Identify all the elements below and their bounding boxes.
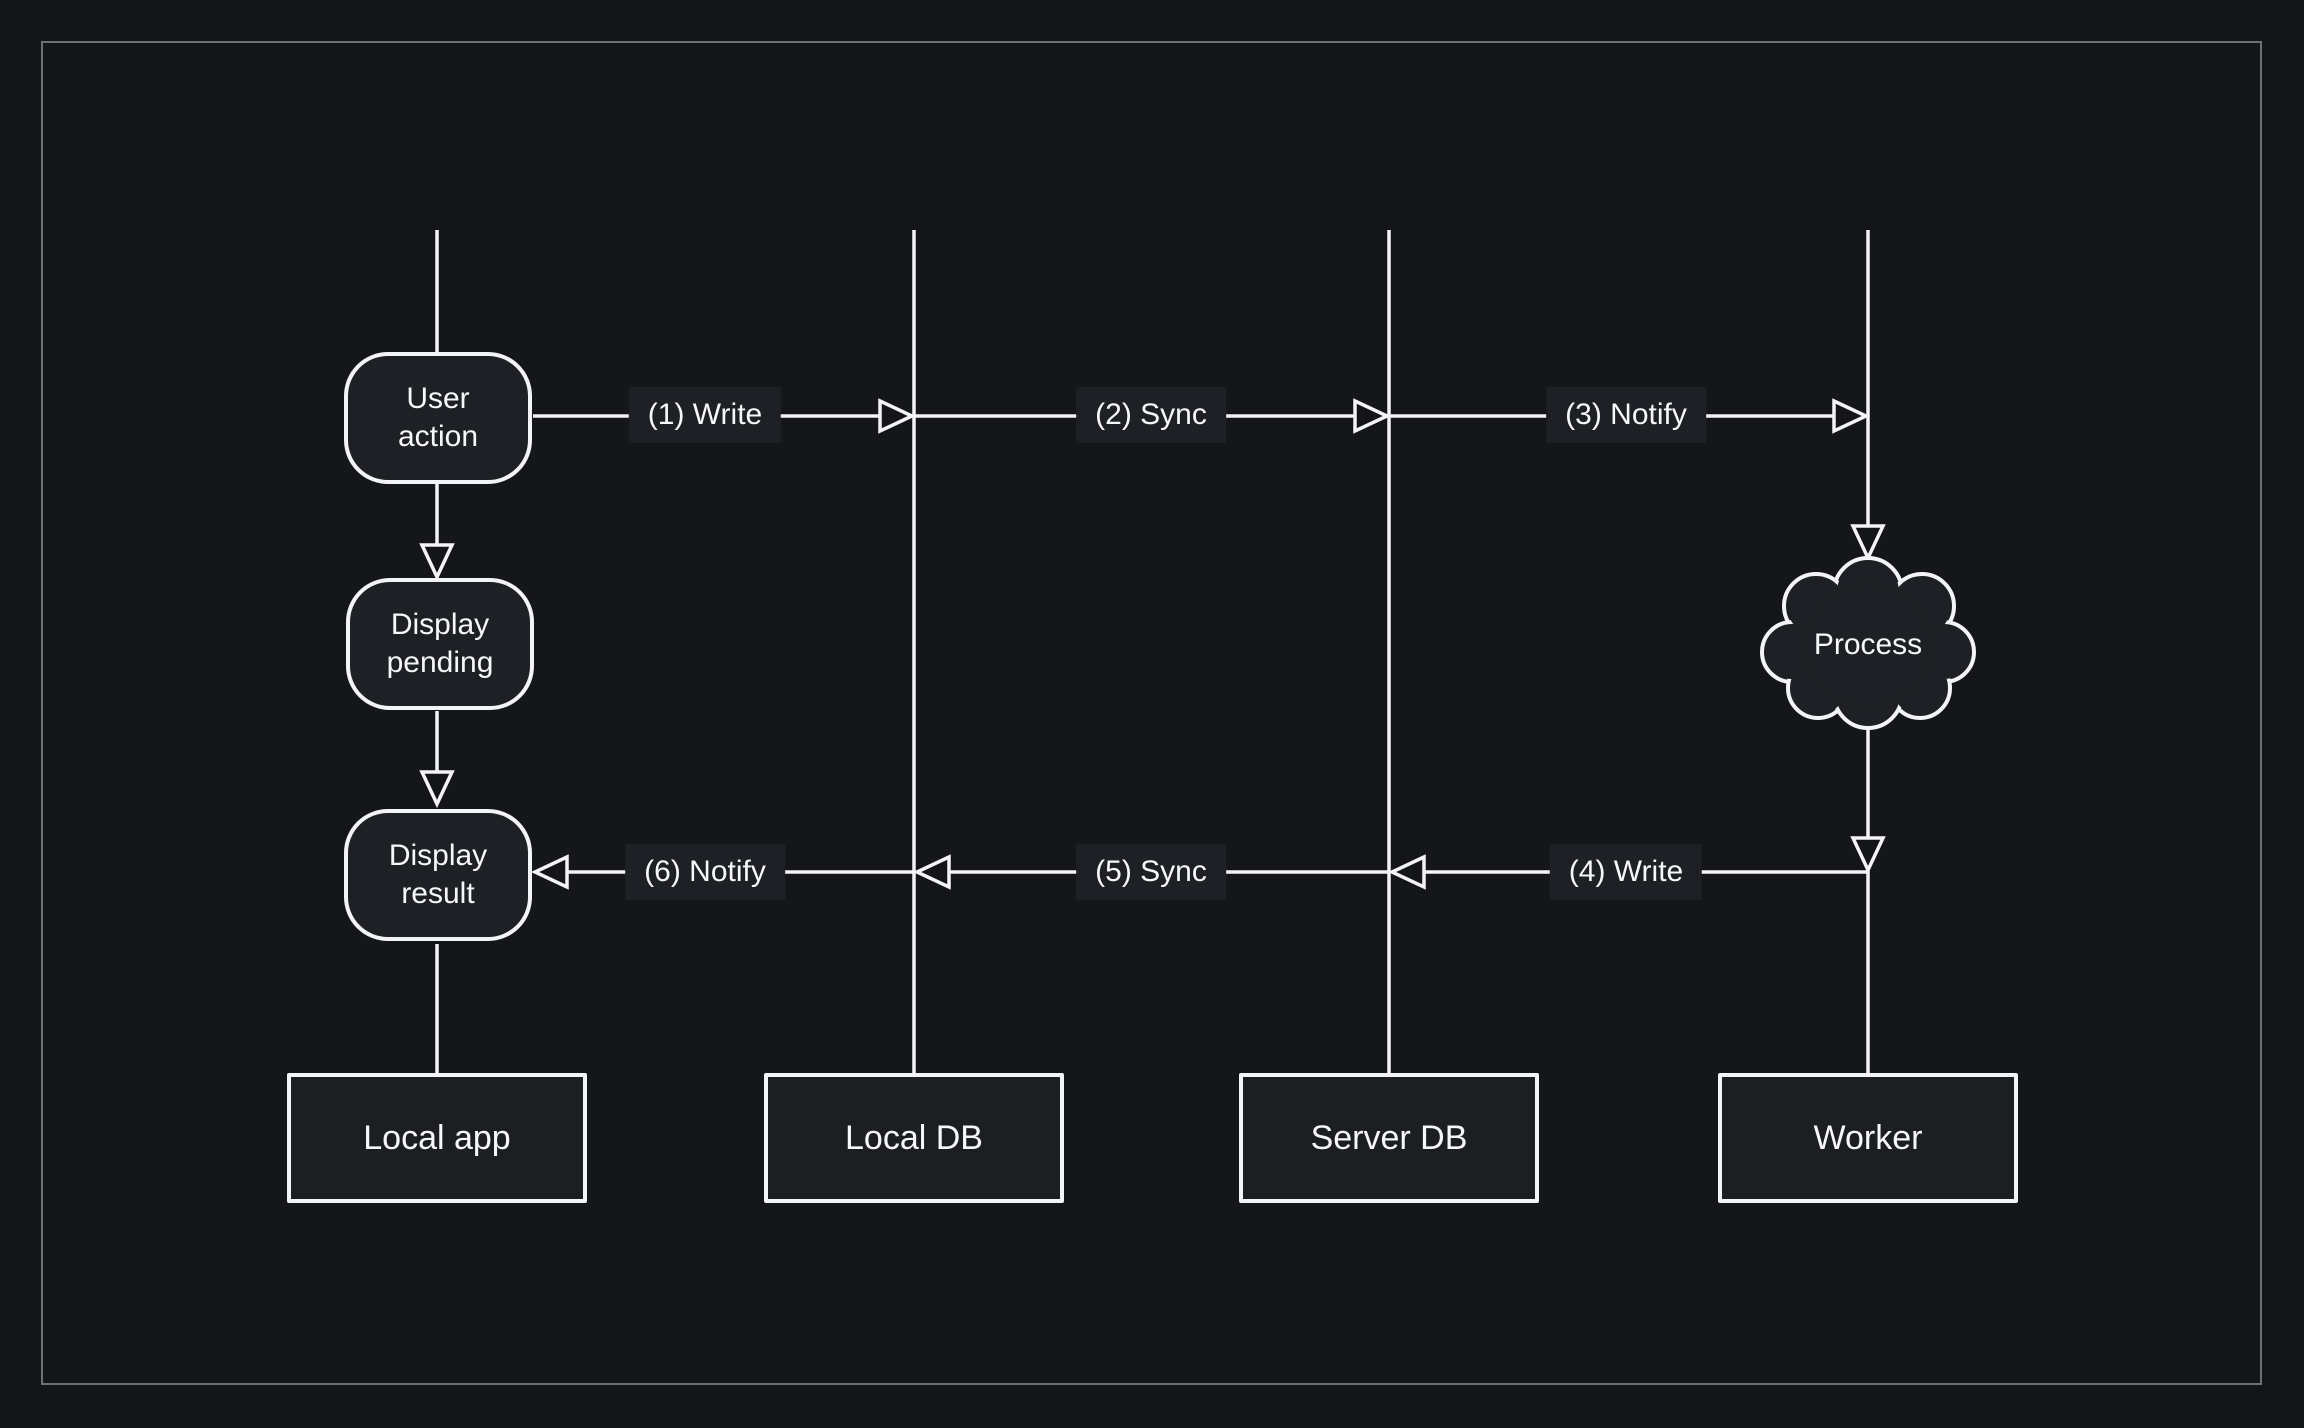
arrowhead-left-5	[912, 854, 951, 890]
process-cloud	[1760, 556, 1976, 730]
arrowhead-down-result	[419, 770, 455, 809]
arrowhead-down-pending	[419, 543, 455, 582]
message-label-2: (2) Sync	[1076, 387, 1226, 443]
arrowhead-right-3	[1832, 398, 1871, 434]
arrowhead-left-6	[530, 854, 569, 890]
node-display-result: Display result	[344, 809, 532, 941]
lane-box-local-app: Local app	[287, 1073, 587, 1203]
message-label-3: (3) Notify	[1546, 387, 1706, 443]
arrowhead-left-4	[1387, 854, 1426, 890]
message-label-4: (4) Write	[1549, 844, 1703, 900]
arrowhead-down-cloud	[1850, 524, 1886, 563]
arrowhead-right-2	[1353, 398, 1392, 434]
lane-box-server-db: Server DB	[1239, 1073, 1539, 1203]
node-display-pending: Display pending	[346, 578, 534, 710]
lane-box-local-db: Local DB	[764, 1073, 1064, 1203]
arrowhead-right-1	[878, 398, 917, 434]
node-user-action: User action	[344, 352, 532, 484]
arrowhead-down-write	[1850, 836, 1886, 875]
lane-box-worker: Worker	[1718, 1073, 2018, 1203]
message-label-6: (6) Notify	[625, 844, 785, 900]
node-process-label: Process	[1813, 628, 1923, 661]
message-label-1: (1) Write	[628, 387, 782, 443]
message-label-5: (5) Sync	[1076, 844, 1226, 900]
